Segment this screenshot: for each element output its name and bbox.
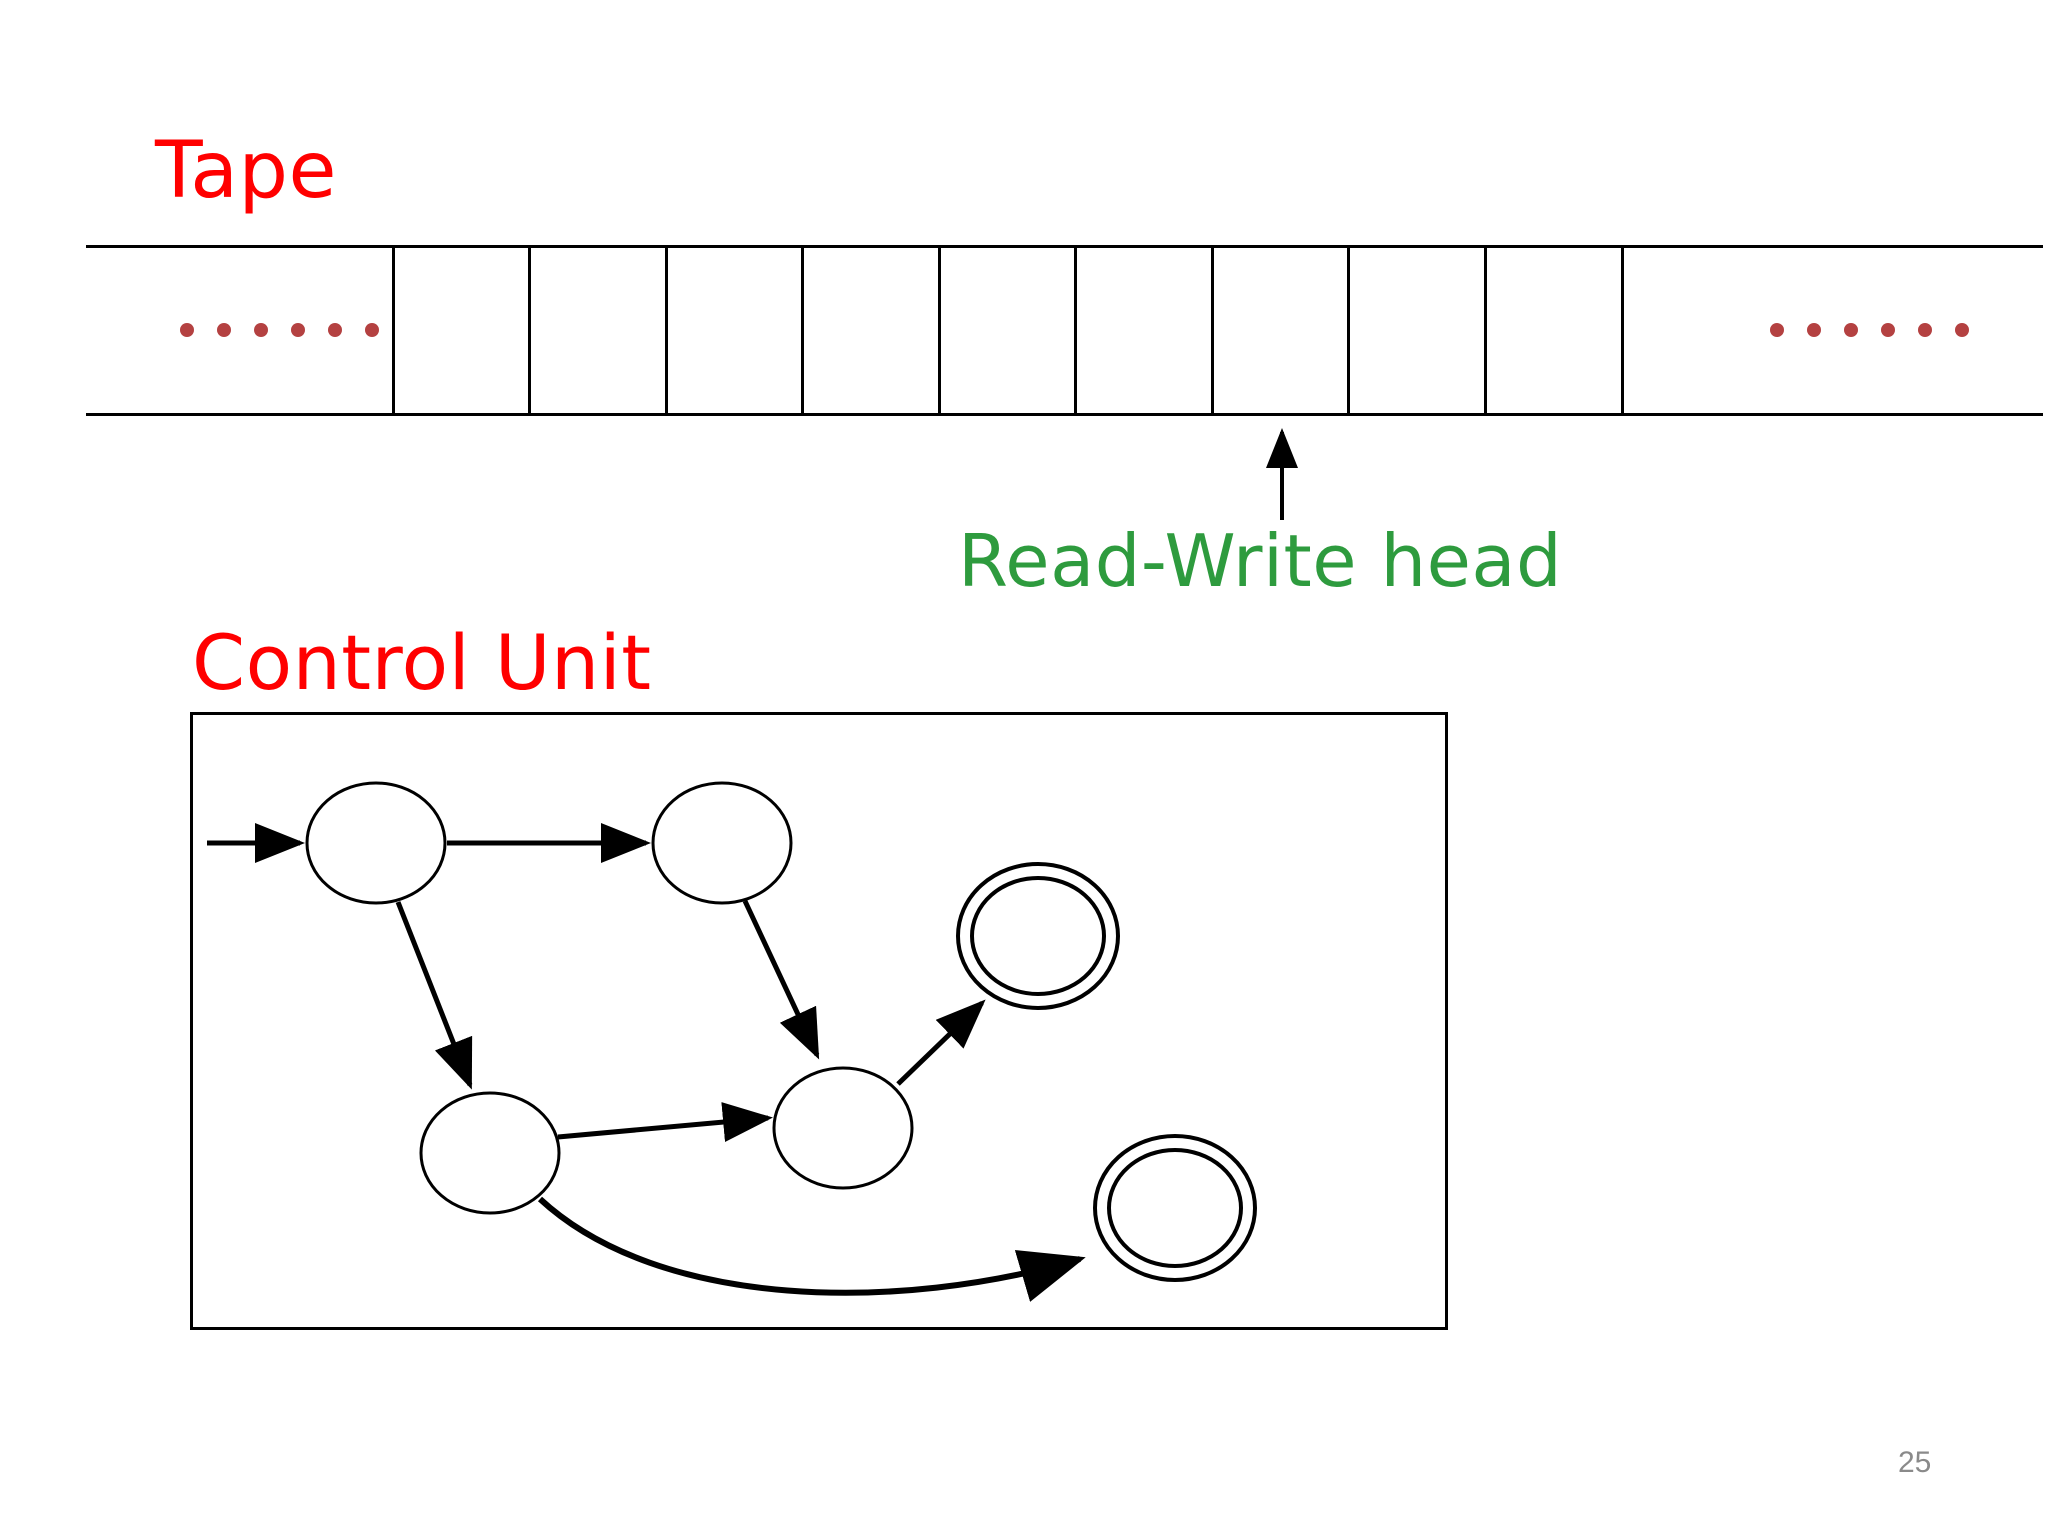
tape-cell-divider (1347, 247, 1350, 414)
tape-left-ellipsis (180, 323, 379, 337)
tape-cell-divider (1211, 247, 1214, 414)
ellipsis-dot (180, 323, 194, 337)
ellipsis-dot (217, 323, 231, 337)
ellipsis-dot (1918, 323, 1932, 337)
tape-cell-divider (392, 247, 395, 414)
tape-top-rule (86, 245, 2043, 248)
control-unit-box (190, 712, 1448, 1330)
tape-cell-divider (1484, 247, 1487, 414)
ellipsis-dot (328, 323, 342, 337)
ellipsis-dot (365, 323, 379, 337)
tape-cell-divider (1074, 247, 1077, 414)
tape-label: Tape (155, 126, 338, 216)
tape-cell-divider (528, 247, 531, 414)
tape-cell-divider (665, 247, 668, 414)
tape-cell-divider (801, 247, 804, 414)
ellipsis-dot (291, 323, 305, 337)
tape-right-ellipsis (1770, 323, 1969, 337)
tape-cell-divider (938, 247, 941, 414)
read-write-head-label: Read-Write head (958, 519, 1563, 603)
ellipsis-dot (1881, 323, 1895, 337)
ellipsis-dot (254, 323, 268, 337)
tape-strip (0, 245, 2048, 420)
ellipsis-dot (1844, 323, 1858, 337)
ellipsis-dot (1807, 323, 1821, 337)
tape-bottom-rule (86, 413, 2043, 416)
page-number: 25 (1898, 1446, 1932, 1479)
tape-cell-divider (1621, 247, 1624, 414)
ellipsis-dot (1955, 323, 1969, 337)
ellipsis-dot (1770, 323, 1784, 337)
control-unit-label: Control Unit (192, 618, 652, 707)
